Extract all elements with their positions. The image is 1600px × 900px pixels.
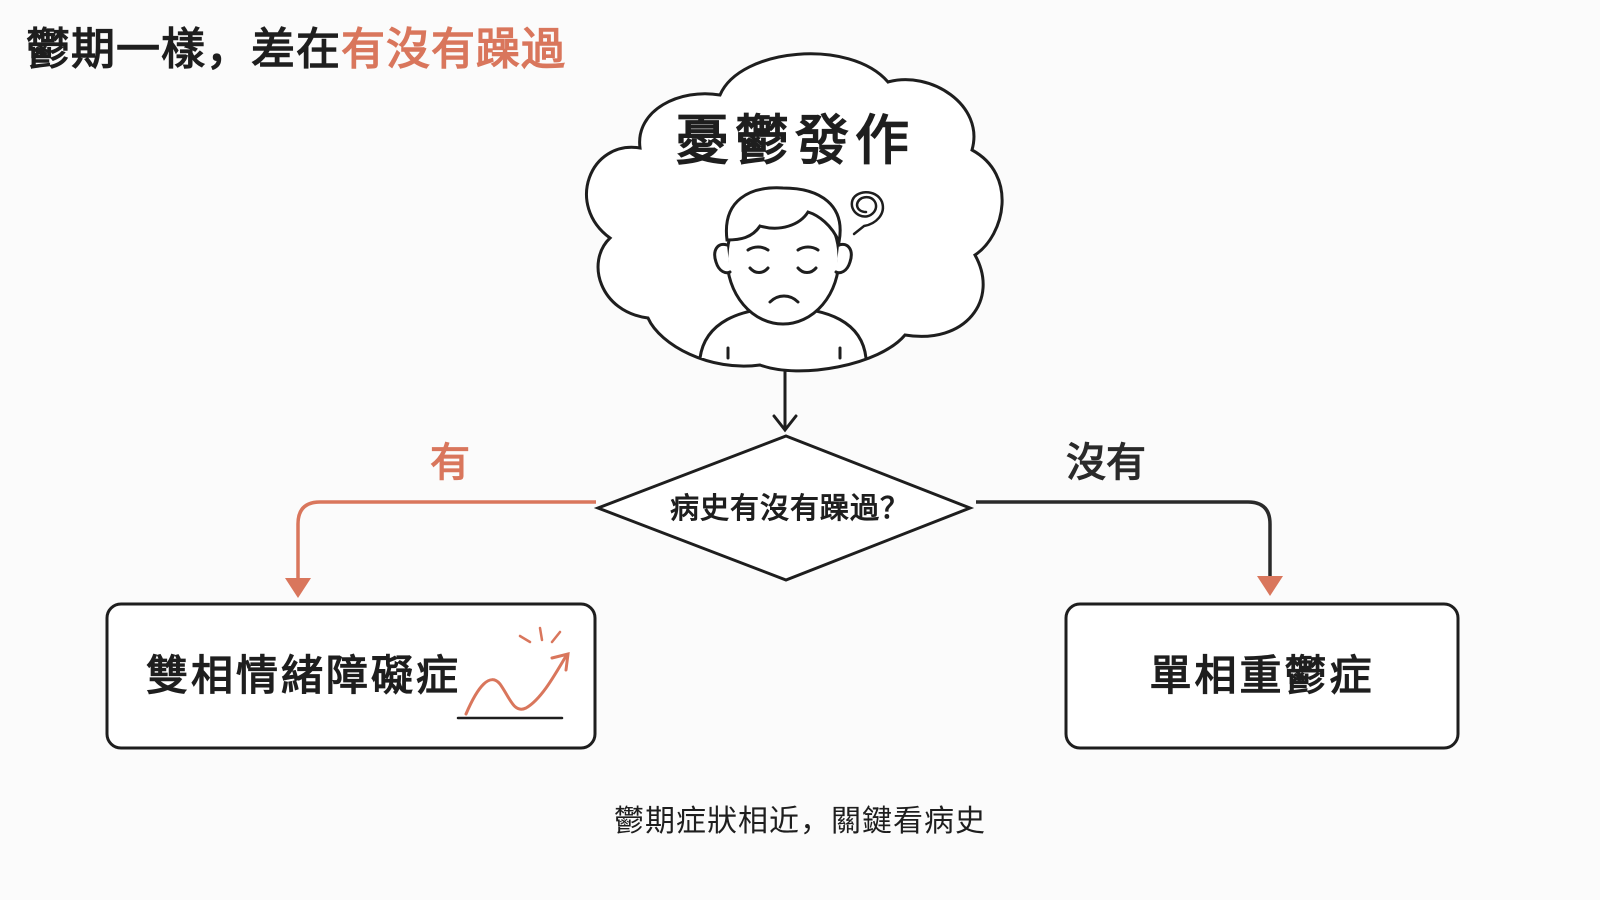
- branch-yes-arrow: [285, 500, 596, 598]
- decision-diamond: [593, 434, 975, 582]
- title-main: 鬱期一樣，差在: [26, 24, 341, 75]
- rising-wave-arrow-icon: [456, 626, 570, 720]
- cloud-label: 憂鬱發作: [675, 109, 915, 172]
- sad-person-icon: [698, 186, 868, 360]
- page-title: 鬱期一樣，差在有沒有躁過: [26, 20, 566, 80]
- caption: 鬱期症狀相近，關鍵看病史: [614, 804, 986, 839]
- result-box-unipolar: [1064, 602, 1460, 750]
- arrow-cloud-to-decision: [772, 370, 798, 433]
- branch-yes-label: 有: [430, 440, 470, 486]
- result-box-bipolar: [105, 602, 597, 750]
- branch-no-arrow: [976, 500, 1283, 596]
- decision-question: 病史有沒有躁過？: [669, 491, 910, 525]
- dizzy-swirl-icon: [850, 191, 885, 236]
- branch-no-label: 沒有: [1066, 440, 1146, 486]
- title-accent: 有沒有躁過: [341, 24, 566, 75]
- result-unipolar-label: 單相重鬱症: [1149, 651, 1375, 700]
- result-bipolar-label: 雙相情緒障礙症: [146, 651, 462, 700]
